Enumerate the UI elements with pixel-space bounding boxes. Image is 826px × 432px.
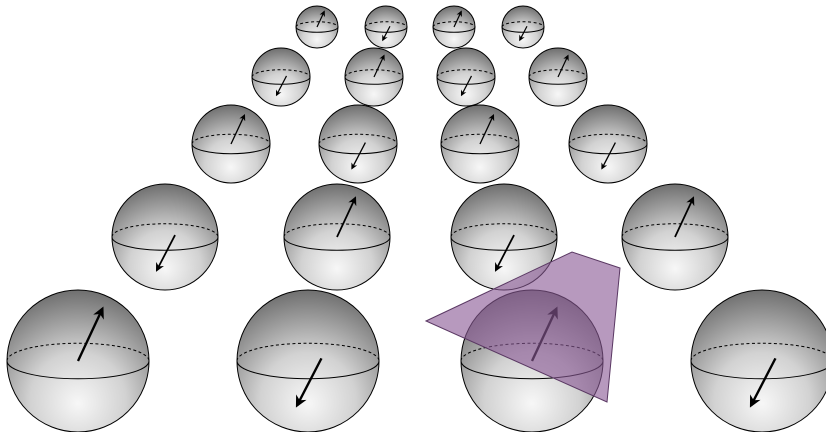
sphere-1-4: [501, 5, 545, 49]
equator-back: [364, 21, 408, 28]
spin-arrow-down: [155, 234, 176, 272]
equator-front: [236, 360, 380, 380]
equator-front: [364, 26, 408, 33]
sphere-body: [501, 5, 545, 49]
equator-front: [432, 26, 476, 33]
spin-arrow-up: [373, 54, 385, 78]
spin-arrow-up: [230, 114, 246, 145]
equator-back: [318, 133, 398, 145]
equator-front: [344, 76, 404, 85]
sphere-body: [236, 289, 380, 432]
spin-arrow-down: [601, 142, 616, 170]
spin-arrow-down: [382, 25, 391, 42]
sphere-5-4: [690, 289, 826, 432]
sphere-3-1: [191, 104, 271, 184]
equator-back: [111, 223, 219, 238]
spin-arrow-down: [749, 357, 777, 408]
sphere-4-4: [621, 183, 729, 291]
equator-front: [436, 76, 496, 85]
spin-arrow-up: [557, 54, 569, 78]
spin-arrow-up: [316, 10, 325, 28]
sphere-body: [568, 104, 648, 184]
sphere-2-1: [251, 47, 311, 107]
equator-front: [501, 26, 545, 33]
spin-arrow-down: [351, 142, 366, 170]
equator-back: [344, 69, 404, 78]
sphere-3-4: [568, 104, 648, 184]
equator-front: [6, 360, 150, 380]
sphere-5-2: [236, 289, 380, 432]
spin-arrow-down: [494, 234, 515, 272]
sphere-body: [690, 289, 826, 432]
equator-back: [283, 223, 391, 238]
sphere-body: [318, 104, 398, 184]
equator-back: [528, 69, 588, 78]
equator-back: [450, 223, 558, 238]
sphere-4-1: [111, 183, 219, 291]
spin-arrow-up: [453, 10, 462, 28]
highlight-plane-layer: [424, 251, 621, 403]
equator-front: [111, 236, 219, 251]
equator-front: [528, 76, 588, 85]
equator-back: [295, 21, 339, 28]
sphere-body: [111, 183, 219, 291]
spheres-layer: [6, 5, 826, 432]
spin-arrow-up: [479, 114, 495, 145]
equator-front: [440, 143, 520, 155]
equator-front: [191, 143, 271, 155]
equator-back: [432, 21, 476, 28]
equator-front: [295, 26, 339, 33]
equator-back: [436, 69, 496, 78]
sphere-2-4: [528, 47, 588, 107]
spin-arrow-down: [295, 357, 323, 408]
spin-arrow-up: [76, 306, 104, 362]
equator-back: [191, 133, 271, 145]
sphere-4-2: [283, 183, 391, 291]
equator-back: [440, 133, 520, 145]
purple-plane: [424, 251, 621, 403]
sphere-body: [251, 47, 311, 107]
equator-back: [236, 342, 380, 362]
sphere-2-3: [436, 47, 496, 107]
equator-front: [568, 143, 648, 155]
sphere-1-3: [432, 5, 476, 49]
sphere-body: [436, 47, 496, 107]
equator-front: [621, 236, 729, 251]
spin-arrow-down: [519, 25, 528, 42]
equator-back: [460, 342, 604, 362]
spin-arrow-up: [674, 196, 695, 238]
sphere-1-1: [295, 5, 339, 49]
sphere-3-2: [318, 104, 398, 184]
equator-front: [283, 236, 391, 251]
equator-back: [690, 342, 826, 362]
equator-front: [450, 236, 558, 251]
sphere-5-1: [6, 289, 150, 432]
equator-back: [501, 21, 545, 28]
sphere-2-2: [344, 47, 404, 107]
equator-back: [251, 69, 311, 78]
spin-arrow-down: [275, 75, 288, 97]
equator-back: [6, 342, 150, 362]
spin-arrow-up: [336, 196, 357, 238]
sphere-3-3: [440, 104, 520, 184]
equator-front: [318, 143, 398, 155]
equator-front: [251, 76, 311, 85]
spin-arrow-down: [460, 75, 473, 97]
equator-back: [621, 223, 729, 238]
sphere-1-2: [364, 5, 408, 49]
equator-back: [568, 133, 648, 145]
sphere-body: [364, 5, 408, 49]
